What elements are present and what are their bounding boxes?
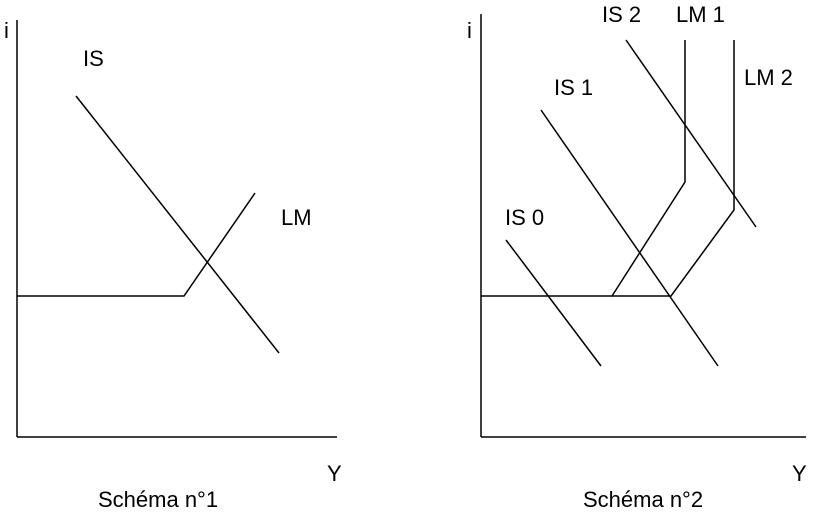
d1-is-curve bbox=[75, 95, 280, 354]
diagram-1: i Y IS LM Schéma n°1 bbox=[4, 18, 342, 512]
d1-lm-label: LM bbox=[281, 205, 312, 230]
d2-lm2-label: LM 2 bbox=[744, 65, 793, 90]
d2-is0-curve bbox=[505, 239, 602, 367]
d2-lm1-label: LM 1 bbox=[676, 2, 725, 27]
d1-caption: Schéma n°1 bbox=[98, 487, 218, 512]
d2-is2-label: IS 2 bbox=[602, 2, 641, 27]
d1-x-axis-label: Y bbox=[327, 461, 342, 486]
diagram-2: i Y IS 0 IS 1 IS 2 LM 1 LM 2 Schéma n°2 bbox=[467, 2, 807, 512]
d1-lm-curve bbox=[17, 192, 256, 297]
d2-caption: Schéma n°2 bbox=[583, 487, 703, 512]
d1-is-label: IS bbox=[83, 46, 104, 71]
d2-lm2-curve bbox=[612, 40, 735, 297]
d2-y-axis-label: i bbox=[467, 18, 472, 43]
d1-y-axis-label: i bbox=[4, 18, 9, 43]
d2-is2-curve bbox=[625, 39, 757, 228]
d2-is1-curve bbox=[540, 109, 719, 367]
d2-is0-label: IS 0 bbox=[505, 205, 544, 230]
d2-x-axis-label: Y bbox=[792, 461, 807, 486]
d2-lm1-curve bbox=[481, 40, 686, 297]
d2-is1-label: IS 1 bbox=[554, 75, 593, 100]
